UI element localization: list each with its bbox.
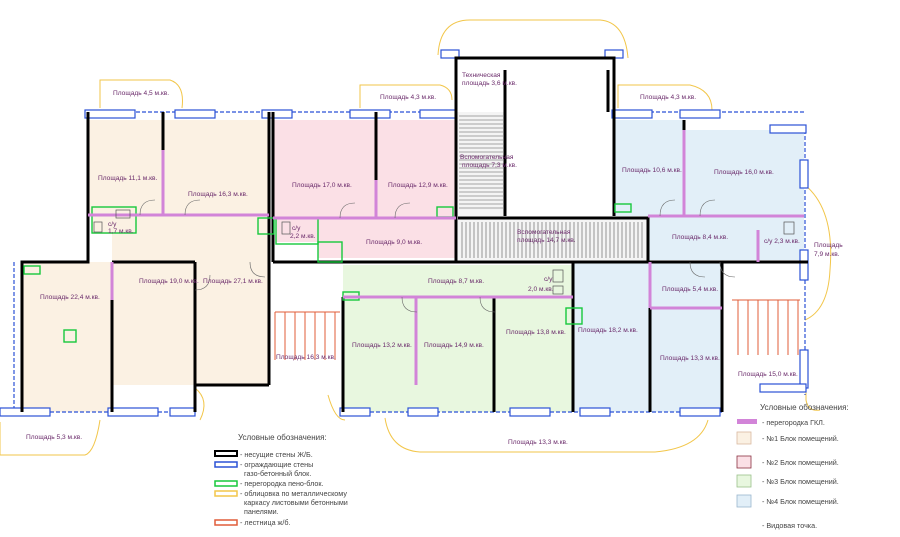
block4-room-5-4 (650, 262, 722, 308)
block3-room-14-9 (416, 297, 494, 412)
stair-hatch-center (458, 220, 648, 260)
sanitary-fixtures (93, 209, 795, 295)
room-fills (22, 120, 804, 412)
label-balcony-e-2: 7,9 м.кв. (814, 251, 840, 258)
label-aux-7-3-2: площадь 7,3 м.кв. (462, 162, 517, 169)
block3-room-13-8 (494, 297, 573, 412)
legend-left-item-4: - перегородка пено-блок. (240, 479, 324, 488)
gas-block-walls (0, 49, 809, 417)
legend-swatch-bearing (214, 450, 238, 457)
legend-right-item-5: - №4 Блок помещений. (762, 497, 839, 506)
label-room-22-4: Площадь 22,4 м.кв. (40, 294, 100, 301)
legend-swatch-cladding (214, 490, 238, 497)
legend-left-title: Условные обозначения: (238, 433, 327, 442)
block1-bath-1-7 (92, 212, 136, 234)
legend-swatch-block3 (736, 474, 752, 488)
label-room-19-0: Площадь 19,0 м.кв. (139, 278, 199, 285)
block1-room-22-4 (22, 262, 112, 412)
block1-room-11-1 (88, 120, 163, 215)
label-bath-w-2: 1,7 м.кв. (108, 228, 134, 235)
label-tech-2: площадь 3,6 м.кв. (462, 80, 517, 87)
label-room-11-1: Площадь 11,1 м.кв. (98, 175, 157, 182)
stairs-west (274, 311, 340, 360)
bearing-walls (20, 56, 808, 412)
legend-right-item-2: - №1 Блок помещений. (762, 434, 839, 443)
block2-room-17-0 (273, 120, 376, 218)
label-balcony-nw: Площадь 4,5 м.кв. (113, 90, 169, 97)
block2-room-9-0 (318, 218, 456, 258)
label-bath-s-1: с/у (544, 276, 553, 283)
label-balcony-sw: Площадь 5,3 м.кв. (26, 434, 82, 441)
label-bath-s-2: 2,0 м.кв. (528, 286, 554, 293)
gkl-partitions (88, 130, 804, 385)
label-bath-w-1: с/у (108, 221, 117, 228)
label-room-13-8: Площадь 13,8 м.кв. (506, 329, 566, 336)
legend-left-item-6: каркасу листовыми бетонными (244, 498, 348, 507)
legend-swatch-block1 (736, 431, 752, 445)
label-room-14-9: Площадь 14,9 м.кв. (424, 342, 484, 349)
area-labels: Площадь 4,5 м.кв. Площадь 11,1 м.кв. Пло… (26, 72, 843, 446)
label-bath-e: с/у 2,3 м.кв. (764, 238, 800, 245)
legend-swatch-block4 (736, 494, 752, 508)
label-aux-14-7-1: Вспомогательная (517, 229, 571, 236)
block1-room-16-3 (163, 120, 269, 215)
label-room-9-0: Площадь 9,0 м.кв. (366, 239, 422, 246)
stair-hatch-north (457, 112, 505, 216)
legend-left-item-7: панелями. (244, 507, 279, 516)
label-room-8-4: Площадь 8,4 м.кв. (672, 234, 728, 241)
label-balcony-mid: Площадь 4,3 м.кв. (380, 94, 436, 101)
label-bath-c-2: 2,2 м.кв. (290, 233, 316, 240)
label-room-5-4: Площадь 5,4 м.кв. (662, 286, 718, 293)
label-room-13-2: Площадь 13,2 м.кв. (352, 342, 412, 349)
label-room-17-0: Площадь 17,0 м.кв. (292, 182, 352, 189)
label-bath-c-1: с/у (292, 225, 301, 232)
block4-room-8-4 (648, 216, 804, 260)
label-room-13-3: Площадь 13,3 м.кв. (660, 355, 720, 362)
legend-left-item-5: - облицовка по металлическому (240, 489, 347, 498)
label-stair-e: Площадь 15,0 м.кв. (738, 371, 798, 378)
legend-right-item-1: - перегородка ГКЛ. (762, 418, 825, 427)
legend-right-item-3: - №2 Блок помещений. (762, 458, 839, 467)
legend-swatch-gkl (737, 419, 757, 424)
label-tech-1: Техническая (462, 72, 501, 79)
legend-right-item-4: - №3 Блок помещений. (762, 477, 839, 486)
legend-right-title: Условные обозначения: (760, 403, 849, 412)
label-room-16-0: Площадь 16,0 м.кв. (714, 169, 774, 176)
block4-room-16-0 (684, 130, 804, 216)
legend-left-item-3: газо-бетонный блок. (244, 469, 311, 478)
legend-swatch-foam (214, 480, 238, 487)
label-balcony-e-1: Площадь (814, 242, 843, 249)
label-room-27-1: Площадь 27,1 м.кв. (203, 278, 263, 285)
legend-left-item-1: - несущие стены Ж/Б. (240, 450, 313, 459)
legend-left-item-8: - лестница ж/б. (240, 518, 290, 527)
label-aux-7-3-1: Вспомогательная (460, 154, 514, 161)
legend-right: Условные обозначения: - перегородка ГКЛ.… (736, 403, 849, 530)
block3-room-13-2 (343, 297, 416, 412)
legend-swatch-stair (214, 519, 238, 526)
label-room-8-7: Площадь 8,7 м.кв. (428, 278, 484, 285)
label-room-12-9: Площадь 12,9 м.кв. (388, 182, 448, 189)
label-balcony-s: Площадь 13,3 м.кв. (508, 439, 568, 446)
block4-room-13-3 (650, 308, 722, 412)
legend-swatch-gas-block (214, 461, 238, 468)
label-balcony-ne: Площадь 4,3 м.кв. (640, 94, 696, 101)
block4-room-18-2 (573, 262, 650, 412)
legend-left-item-2: - ограждающие стены (240, 460, 313, 469)
facade-cladding (0, 19, 832, 456)
block1-room-27-1 (112, 215, 269, 385)
label-room-18-2: Площадь 18,2 м.кв. (578, 327, 638, 334)
label-aux-14-7-2: площадь 14,7 м.кв. (517, 237, 576, 244)
legend-left: Условные обозначения: - несущие стены Ж/… (214, 433, 348, 527)
legend-right-item-6: - Видовая точка. (762, 521, 817, 530)
label-room-16-3-top: Площадь 16,3 м.кв. (188, 191, 248, 198)
stairs-east (732, 299, 800, 355)
label-room-10-6: Площадь 10,6 м.кв. (622, 167, 682, 174)
label-stair-w: Площадь 16,3 м.кв. (276, 354, 336, 361)
door-swings (139, 199, 736, 313)
block3-room-8-7 (343, 265, 573, 297)
block2-room-12-9 (376, 120, 456, 218)
legend-swatch-block2 (736, 455, 752, 469)
